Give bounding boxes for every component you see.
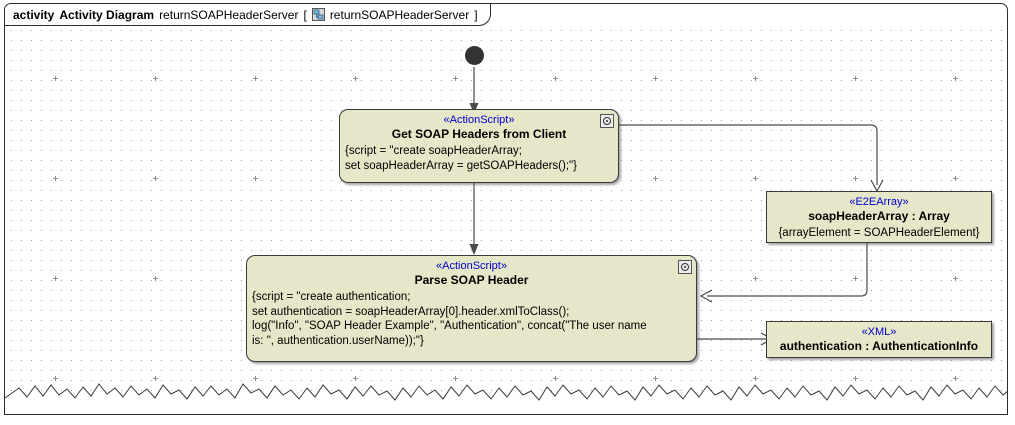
node-title: Get SOAP Headers from Client bbox=[391, 127, 567, 141]
action-script-pin-icon[interactable] bbox=[678, 260, 692, 274]
action-script-pin-icon[interactable] bbox=[600, 114, 614, 128]
node-title: soapHeaderArray : Array bbox=[808, 209, 950, 223]
node-stereotype: «XML» bbox=[861, 326, 897, 338]
object-node-soap-header-array[interactable]: «E2EArray» soapHeaderArray : Array {arra… bbox=[766, 191, 992, 243]
action-node-get-soap-headers[interactable]: «ActionScript» Get SOAP Headers from Cli… bbox=[339, 109, 619, 183]
frame-bracket-open: [ bbox=[303, 7, 307, 22]
frame-kind-label: activity bbox=[13, 7, 55, 22]
torn-page-edge bbox=[5, 383, 1007, 414]
node-stereotype: «E2EArray» bbox=[849, 196, 909, 208]
frame-diagram-name: returnSOAPHeaderServer bbox=[159, 7, 299, 22]
frame-title-tab: activity Activity Diagram returnSOAPHead… bbox=[5, 4, 491, 26]
activity-diagram-icon bbox=[311, 8, 325, 21]
action-node-parse-soap-header[interactable]: «ActionScript» Parse SOAP Header {script… bbox=[246, 255, 697, 362]
node-title: Parse SOAP Header bbox=[414, 273, 529, 287]
node-body-text: {arrayElement = SOAPHeaderElement} bbox=[778, 227, 980, 239]
object-node-authentication[interactable]: «XML» authentication : AuthenticationInf… bbox=[766, 321, 992, 358]
frame-bracket-close: ] bbox=[474, 7, 478, 22]
activity-diagram-frame: activity Activity Diagram returnSOAPHead… bbox=[4, 3, 1008, 415]
frame-type-label: Activity Diagram bbox=[59, 7, 155, 22]
node-stereotype: «ActionScript» bbox=[443, 114, 515, 126]
node-body-text: {script = "create soapHeaderArray; set s… bbox=[345, 145, 577, 172]
node-body-text: {script = "create authentication; set au… bbox=[252, 291, 647, 347]
node-title: authentication : AuthenticationInfo bbox=[779, 339, 979, 353]
node-stereotype: «ActionScript» bbox=[436, 260, 507, 272]
initial-node bbox=[465, 46, 484, 65]
frame-qualified-name: returnSOAPHeaderServer bbox=[329, 7, 470, 22]
